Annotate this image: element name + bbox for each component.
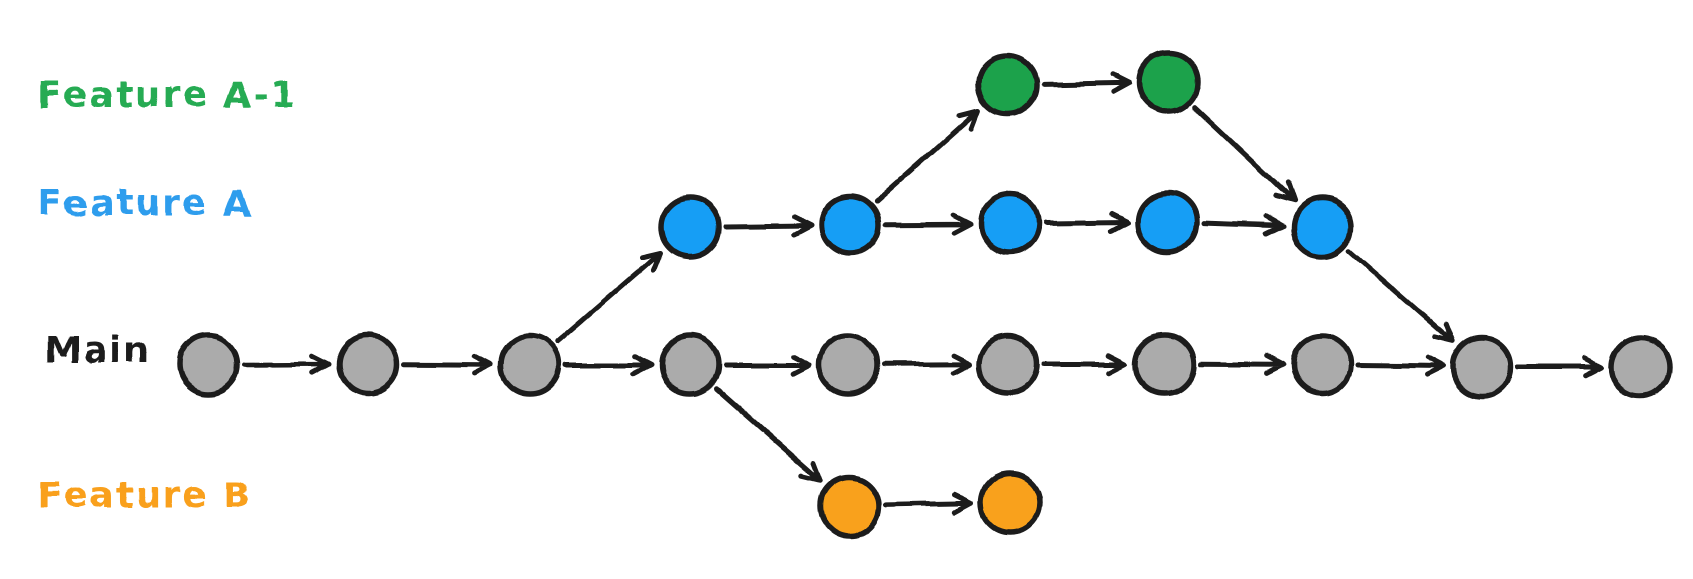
commit-node-main-m8 <box>1290 333 1354 397</box>
arrow-m2-to-m3 <box>401 353 494 376</box>
branch-label-feature-b: Feature B <box>38 475 253 516</box>
arrow-a4-to-a5 <box>1200 213 1286 237</box>
nodes-layer <box>176 50 1672 538</box>
arrow-m5-to-m6 <box>881 353 972 376</box>
edges-layer <box>241 71 1604 516</box>
commit-node-main-m1 <box>176 333 240 397</box>
arrow-a3-to-a4 <box>1043 211 1131 234</box>
commit-node-main-m2 <box>336 332 400 396</box>
branch-label-main: Main <box>45 330 151 371</box>
arrow-a1-to-a2 <box>723 214 814 237</box>
commit-node-feature-a-a3 <box>978 192 1042 256</box>
branch-label-feature-a1: Feature A-1 <box>38 75 297 116</box>
arrow-m4-to-m5 <box>723 353 812 377</box>
commit-node-feature-a1-f2 <box>1136 50 1200 114</box>
commit-node-feature-a-a4 <box>1135 190 1199 254</box>
arrow-f2-to-a5 <box>1191 104 1297 203</box>
commit-node-main-m7 <box>1133 332 1197 396</box>
arrow-m8-to-m9 <box>1355 355 1446 378</box>
commit-node-feature-a-a2 <box>818 193 882 257</box>
commit-node-feature-b-b1 <box>818 474 882 538</box>
arrow-m7-to-m8 <box>1198 353 1286 376</box>
commit-node-feature-a-a1 <box>658 195 722 259</box>
commit-node-feature-a-a5 <box>1290 195 1354 259</box>
arrow-m1-to-m2 <box>241 353 332 376</box>
commit-node-main-m9 <box>1450 335 1514 399</box>
arrow-m3-to-m4 <box>563 353 654 377</box>
arrow-f1-to-f2 <box>1040 71 1132 95</box>
commit-node-main-m5 <box>816 333 880 397</box>
commit-node-feature-b-b2 <box>978 471 1042 535</box>
arrow-a2-to-f1 <box>874 108 981 204</box>
arrow-m3-to-a1 <box>554 249 663 344</box>
commit-node-main-m4 <box>658 333 722 397</box>
commit-node-main-m10 <box>1608 335 1672 399</box>
arrow-b1-to-b2 <box>883 492 974 516</box>
arrow-a2-to-a3 <box>883 213 974 236</box>
commit-node-feature-a1-f1 <box>975 53 1039 117</box>
commit-node-main-m6 <box>976 332 1040 396</box>
branch-label-feature-a: Feature A <box>38 183 253 224</box>
commit-node-main-m3 <box>498 333 562 397</box>
arrow-m6-to-m7 <box>1041 352 1129 376</box>
arrow-a5-to-m9 <box>1346 248 1456 344</box>
arrow-m9-to-m10 <box>1515 355 1604 379</box>
arrow-m4-to-b1 <box>714 386 824 483</box>
